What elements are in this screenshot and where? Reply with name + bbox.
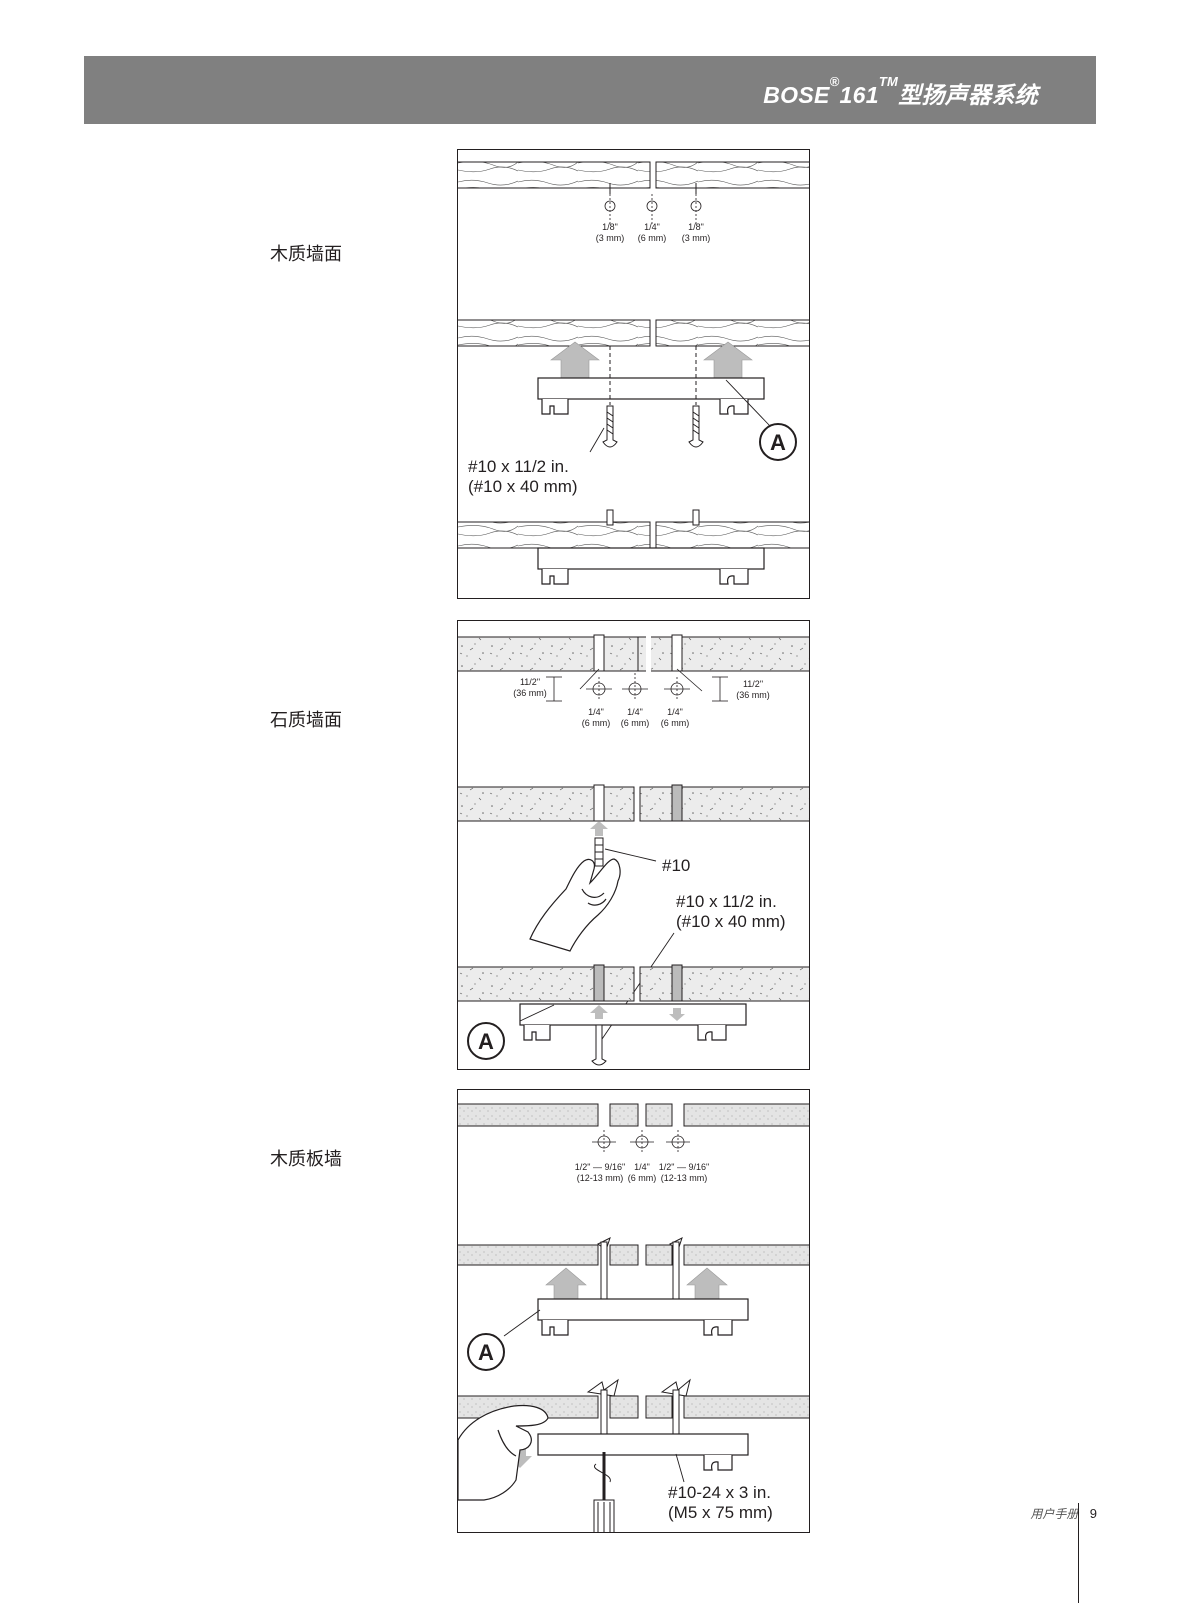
callout-a-text: A bbox=[770, 430, 786, 455]
dim-3: 1/4" bbox=[667, 707, 683, 717]
callout-a-text: A bbox=[478, 1340, 494, 1365]
footer-manual-label: 用户手册 bbox=[1030, 1507, 1079, 1521]
stone-wall-drawing: 11/2" (36 mm) 11/2" (36 mm) 1/4" (6 mm) … bbox=[458, 631, 809, 1066]
toggle-bolt-icon bbox=[586, 1378, 691, 1451]
dim-2: 1/4" bbox=[644, 222, 660, 232]
dim-2: 1/4" bbox=[627, 707, 643, 717]
dim-3-mm: (3 mm) bbox=[682, 233, 711, 243]
dim-1-mm: (3 mm) bbox=[596, 233, 625, 243]
dim-3-mm: (12-13 mm) bbox=[661, 1173, 708, 1183]
dim-3: 1/8" bbox=[688, 222, 704, 232]
pilot-hole-marks bbox=[604, 194, 702, 225]
wall-anchor-icon bbox=[594, 837, 604, 867]
footer-divider bbox=[1078, 1503, 1079, 1603]
screw-label-imperial: #10 x 11/2 in. bbox=[468, 457, 569, 476]
bolt-label-imperial: #10-24 x 3 in. bbox=[668, 1483, 771, 1502]
dim-side-left: 11/2" bbox=[520, 677, 540, 687]
wood-wall-diagram: 1/8" (3 mm) 1/4" (6 mm) 1/8" (3 mm) A #1… bbox=[457, 149, 810, 599]
mounting-bracket bbox=[519, 1003, 747, 1041]
page-number: 9 bbox=[1089, 1506, 1097, 1521]
dim-side-left-mm: (36 mm) bbox=[513, 688, 547, 698]
callout-a: A bbox=[467, 1333, 505, 1371]
wood-wall-drawing: 1/8" (3 mm) 1/4" (6 mm) 1/8" (3 mm) A #1… bbox=[458, 161, 809, 585]
callout-a-text: A bbox=[478, 1029, 494, 1054]
section-label-wood-wall: 木质墙面 bbox=[270, 244, 342, 265]
dim-side-right: 11/2" bbox=[743, 679, 763, 689]
pilot-hole-marks bbox=[592, 1130, 690, 1154]
dim-side-right-mm: (36 mm) bbox=[736, 690, 770, 700]
screwdriver-icon bbox=[593, 1452, 615, 1532]
anchor-label: #10 bbox=[662, 856, 690, 875]
brand: BOSE bbox=[763, 82, 830, 108]
tm-mark: TM bbox=[878, 74, 899, 89]
up-arrow-icon bbox=[545, 1267, 728, 1304]
callout-a: A bbox=[467, 1022, 505, 1060]
reg-mark: ® bbox=[829, 74, 840, 89]
title-cn: 型扬声器系统 bbox=[898, 82, 1038, 108]
screw-label-metric: (#10 x 40 mm) bbox=[676, 912, 786, 931]
header-title: BOSE®161TM型扬声器系统 bbox=[763, 74, 1038, 110]
page-footer: 用户手册 9 bbox=[1030, 1503, 1097, 1603]
stone-wall-diagram: 11/2" (36 mm) 11/2" (36 mm) 1/4" (6 mm) … bbox=[457, 620, 810, 1070]
screw-label-metric: (#10 x 40 mm) bbox=[468, 477, 578, 496]
header-bar: BOSE®161TM型扬声器系统 bbox=[84, 56, 1096, 124]
dim-3-mm: (6 mm) bbox=[661, 718, 690, 728]
hand-icon bbox=[529, 858, 621, 952]
dim-1: 1/2" — 9/16" bbox=[575, 1162, 625, 1172]
section-label-stone-wall: 石质墙面 bbox=[270, 710, 342, 731]
screw-label-imperial: #10 x 11/2 in. bbox=[676, 892, 777, 911]
mounting-bracket bbox=[537, 377, 765, 415]
section-label-panel-wall: 木质板墙 bbox=[270, 1149, 342, 1170]
wood-board-top bbox=[458, 161, 809, 189]
bolt-label-metric: (M5 x 75 mm) bbox=[668, 1503, 773, 1522]
panel-wall-drawing: 1/2" — 9/16" (12-13 mm) 1/4" (6 mm) 1/2"… bbox=[458, 1103, 809, 1532]
mounting-bracket bbox=[537, 1298, 749, 1336]
up-arrow-icon bbox=[590, 821, 608, 836]
dim-1: 1/4" bbox=[588, 707, 604, 717]
dim-1-mm: (12-13 mm) bbox=[577, 1173, 624, 1183]
dim-2-mm: (6 mm) bbox=[621, 718, 650, 728]
dim-1-mm: (6 mm) bbox=[582, 718, 611, 728]
dim-3: 1/2" — 9/16" bbox=[659, 1162, 709, 1172]
screw-icon bbox=[591, 1024, 607, 1066]
panel-wall-diagram: 1/2" — 9/16" (12-13 mm) 1/4" (6 mm) 1/2"… bbox=[457, 1089, 810, 1533]
pilot-hole-marks bbox=[546, 668, 728, 702]
dim-2-mm: (6 mm) bbox=[638, 233, 667, 243]
up-arrow-icon bbox=[590, 1005, 685, 1021]
hand-icon bbox=[458, 1404, 549, 1501]
dim-2-mm: (6 mm) bbox=[628, 1173, 657, 1183]
model-number: 161 bbox=[839, 82, 879, 108]
callout-a: A bbox=[759, 423, 797, 461]
dim-1: 1/8" bbox=[602, 222, 618, 232]
up-arrow-icon bbox=[550, 341, 753, 379]
screw-icon bbox=[602, 346, 704, 448]
dim-2: 1/4" bbox=[634, 1162, 650, 1172]
